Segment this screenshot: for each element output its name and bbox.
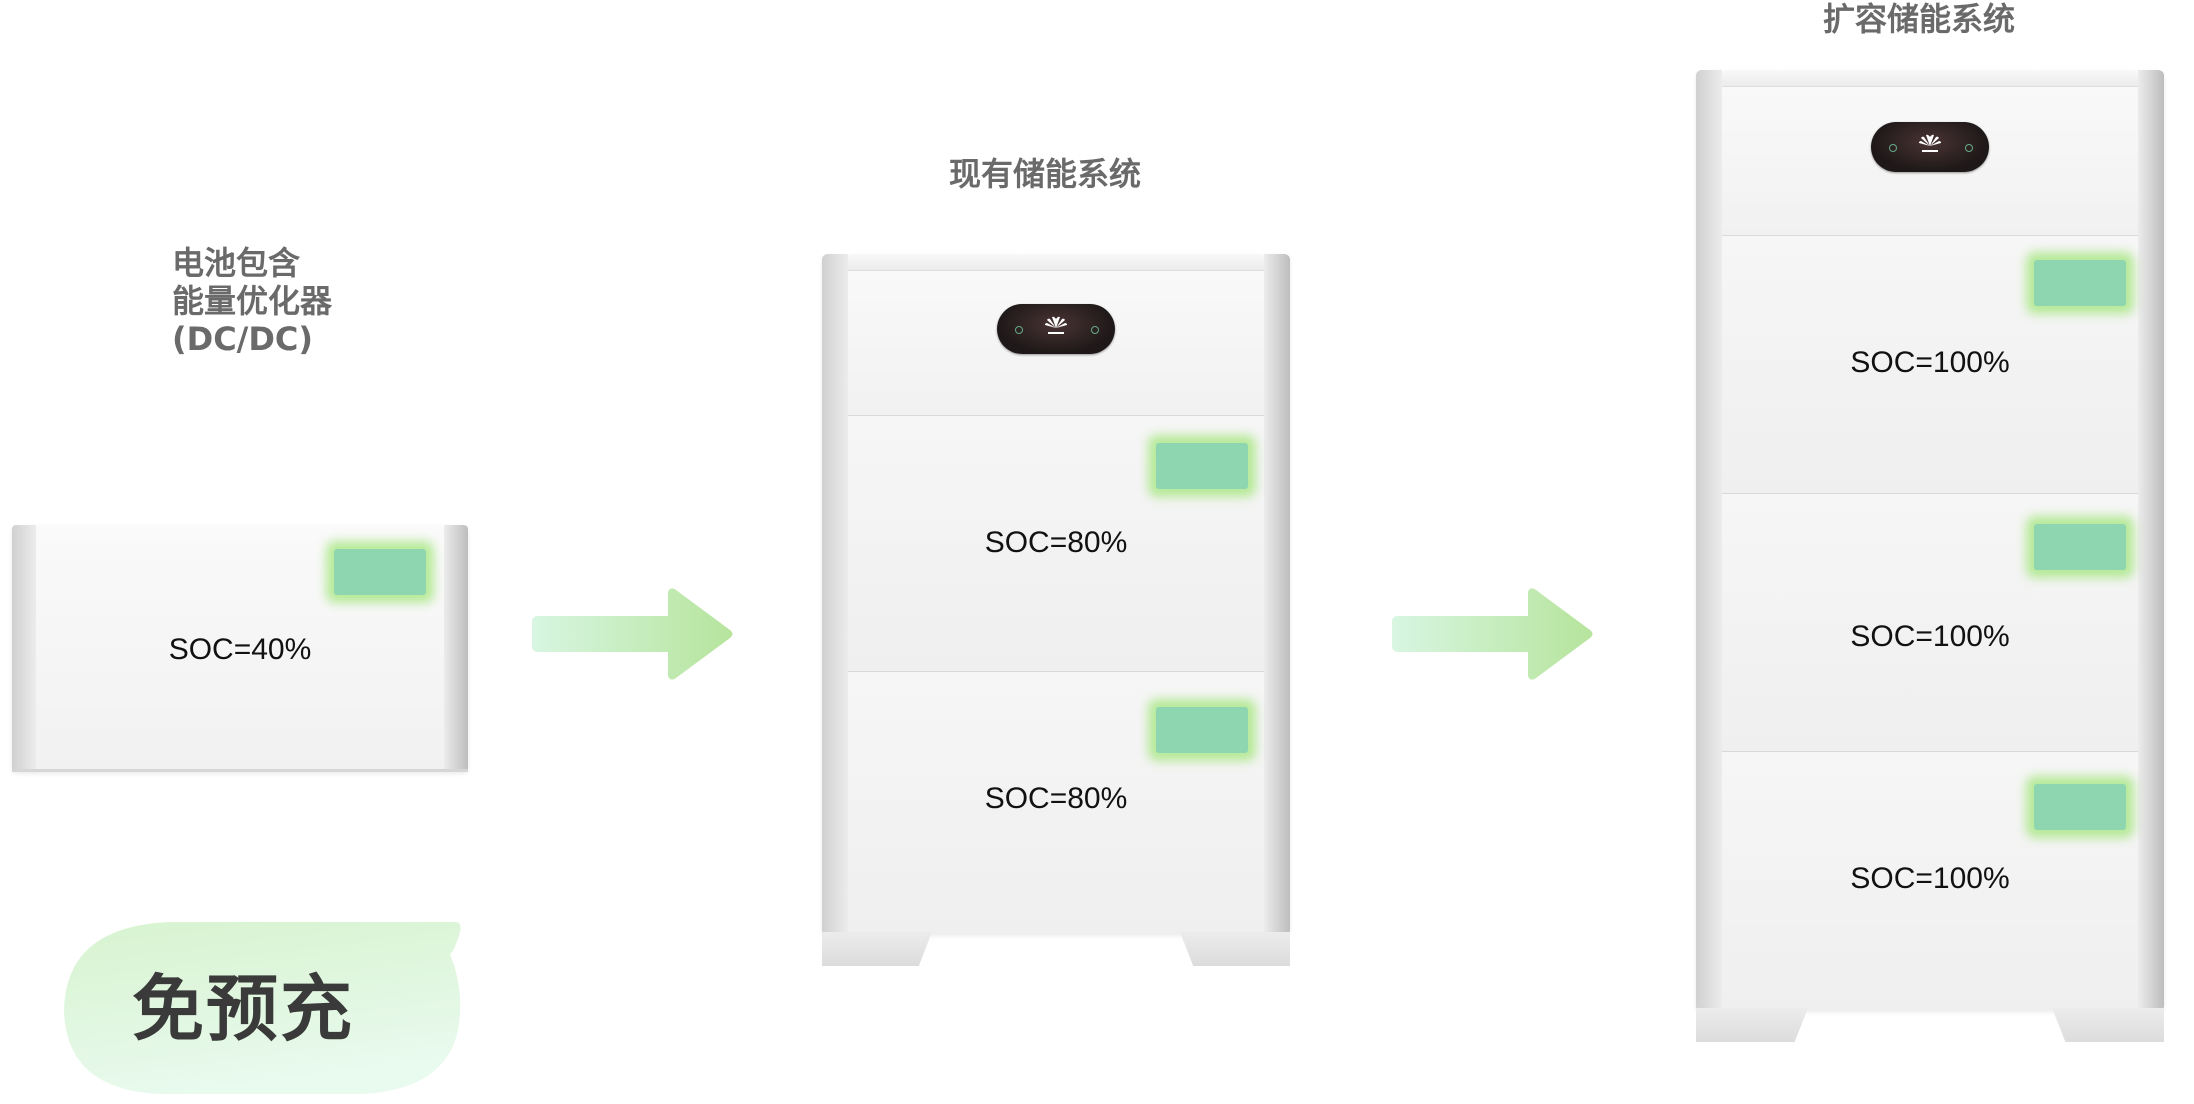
existing-module2-soc: SOC=80% — [984, 782, 1128, 815]
module-caption-line1: 电池包含 — [172, 244, 301, 282]
no-precharge-label: 免预充 — [132, 967, 355, 1051]
expanded-module2-soc: SOC=100% — [1850, 620, 2010, 653]
existing-module2-indicator — [1156, 707, 1248, 753]
control-panel — [997, 304, 1115, 354]
expanded-module2-indicator — [2034, 524, 2126, 570]
expanded-module1-indicator — [2034, 260, 2126, 306]
module-caption-line2: 能量优化器 — [172, 282, 333, 320]
expanded-cabinet-foot-right — [2052, 1008, 2164, 1042]
expanded-system-title: 扩容储能系统 — [1823, 0, 2016, 38]
single-module-soc: SOC=40% — [168, 633, 312, 666]
expanded-module1-soc: SOC=100% — [1850, 346, 2010, 379]
speech-bubble-badge — [64, 922, 461, 1094]
right-arrow-icon — [532, 588, 733, 680]
expanded-cabinet-foot-left — [1696, 1008, 1808, 1042]
existing-module1-indicator — [1156, 443, 1248, 489]
control-panel — [1871, 122, 1989, 172]
existing-cabinet-foot-left — [822, 932, 932, 966]
right-arrow-icon — [1392, 588, 1593, 680]
expanded-module3-soc: SOC=100% — [1850, 862, 2010, 895]
expanded-module3-indicator — [2034, 784, 2126, 830]
single-module-indicator — [334, 549, 426, 595]
huawei-logo-icon — [1919, 134, 1941, 152]
existing-cabinet-foot-right — [1180, 932, 1290, 966]
module-caption-line3: (DC/DC) — [172, 320, 314, 358]
single-battery-module: SOC=40% — [12, 525, 468, 772]
existing-storage-cabinet: SOC=80% SOC=80% — [822, 254, 1290, 935]
module-caption: 电池包含 能量优化器 (DC/DC) — [172, 244, 332, 358]
huawei-logo-icon — [1045, 316, 1067, 334]
existing-system-title: 现有储能系统 — [949, 155, 1142, 193]
existing-module1-soc: SOC=80% — [984, 526, 1128, 559]
expanded-storage-cabinet: SOC=100% SOC=100% SOC=100% — [1696, 70, 2164, 1011]
